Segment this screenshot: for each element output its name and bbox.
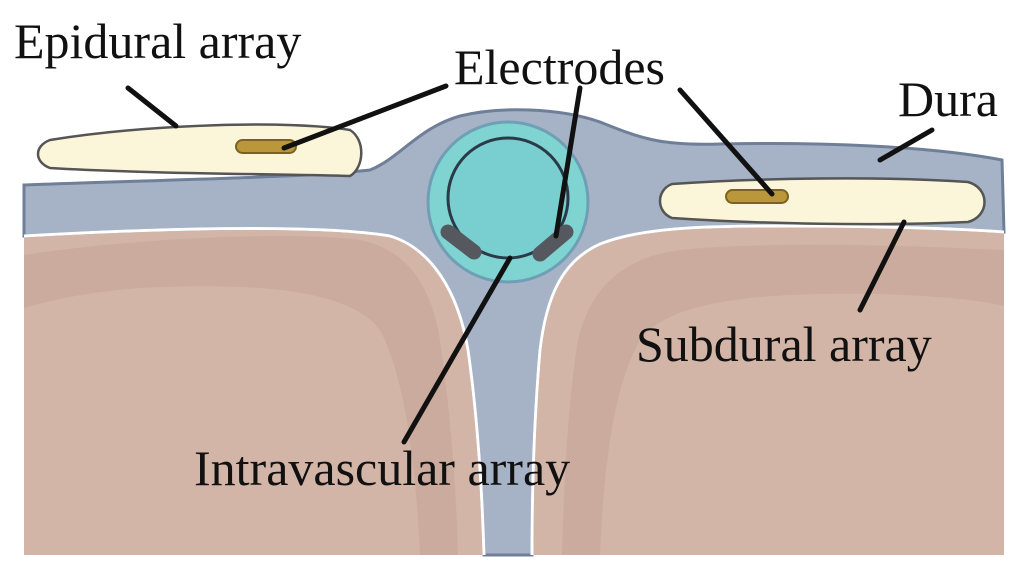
right-pia-line xyxy=(530,224,1005,556)
electrodes-leader-subdural xyxy=(677,87,775,197)
electrodes-leader-intravascular xyxy=(553,85,583,239)
right-brain-shadow xyxy=(562,244,1004,555)
intravascular-leader xyxy=(401,255,513,445)
subdural-leader xyxy=(857,219,907,313)
intravascular-array-label: Intravascular array xyxy=(194,440,570,496)
left-pia-line xyxy=(23,227,486,556)
subdural-array xyxy=(658,177,986,226)
electrodes-leader-epidural xyxy=(281,83,449,151)
electrodes-label: Electrodes xyxy=(454,39,665,95)
left-brain-shadow xyxy=(24,236,458,556)
intravascular-electrode-right xyxy=(532,224,574,262)
epidural-array-label: Epidural array xyxy=(14,13,301,69)
dura-leader xyxy=(877,127,935,163)
epidural-electrode xyxy=(235,139,297,154)
subdural-electrode xyxy=(725,189,789,204)
dura-label: Dura xyxy=(898,71,998,127)
epidural-array xyxy=(36,123,363,178)
subdural-array-label: Subdural array xyxy=(636,316,932,372)
intravascular-electrode-left xyxy=(440,224,482,260)
epidural-leader xyxy=(125,85,179,129)
